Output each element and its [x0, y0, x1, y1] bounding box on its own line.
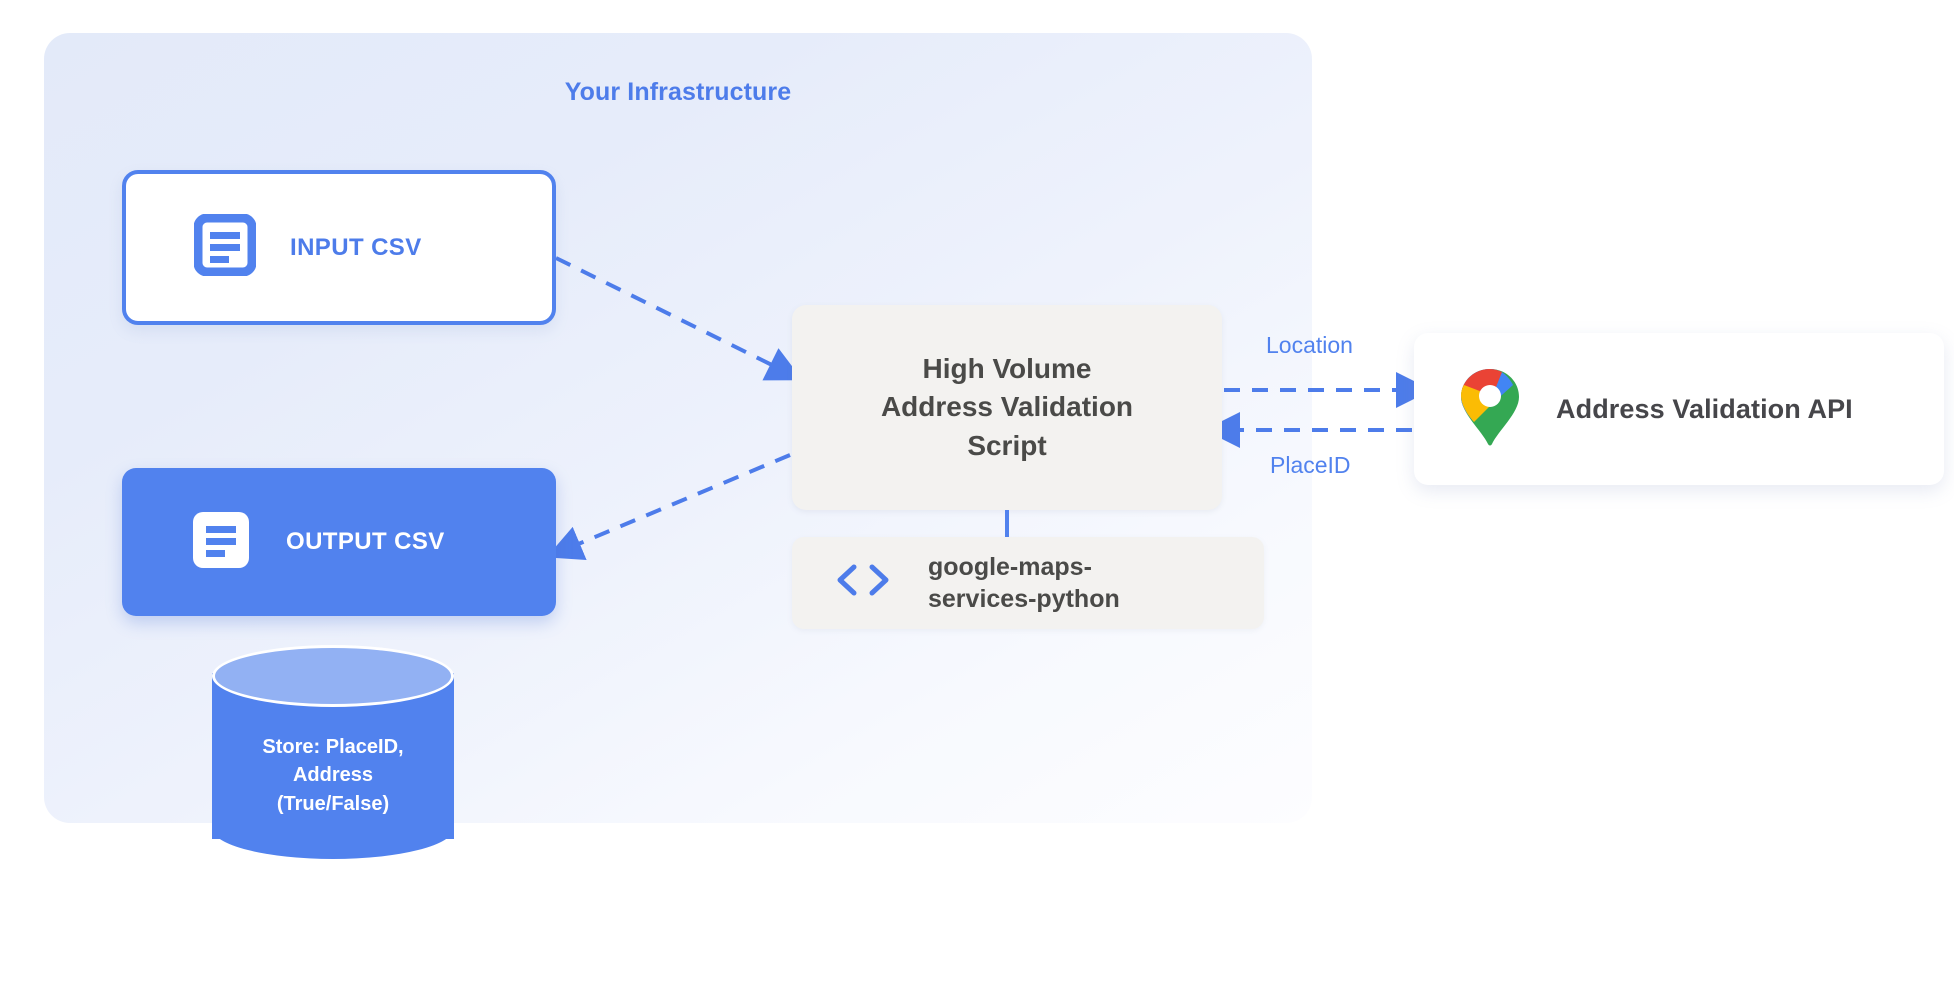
- script-line-1: High Volume: [922, 353, 1092, 385]
- node-input-csv[interactable]: INPUT CSV: [122, 170, 556, 325]
- database-text-block: Store: PlaceID, Address (True/False): [212, 733, 454, 818]
- library-text-block: google-maps- services-python: [928, 551, 1120, 615]
- database-top-ellipse: [212, 645, 454, 707]
- edge-label-location: Location: [1266, 332, 1353, 358]
- node-output-csv[interactable]: OUTPUT CSV: [122, 468, 556, 616]
- script-text-block: High Volume Address Validation Script: [863, 350, 1151, 464]
- database-line-3: (True/False): [276, 792, 390, 815]
- library-line-1: google-maps-: [928, 553, 1092, 581]
- database-line-2: Address: [292, 764, 374, 787]
- code-brackets-icon: [834, 562, 892, 604]
- api-label: Address Validation API: [1556, 393, 1853, 424]
- database-line-1: Store: PlaceID,: [262, 736, 404, 758]
- output-csv-label: OUTPUT CSV: [286, 528, 445, 555]
- document-icon: [190, 509, 252, 576]
- edge-label-placeid: PlaceID: [1270, 452, 1351, 478]
- node-database[interactable]: Store: PlaceID, Address (True/False): [212, 645, 454, 867]
- document-icon: [193, 213, 257, 281]
- google-maps-pin-icon: [1458, 367, 1522, 452]
- node-address-validation-api[interactable]: Address Validation API: [1414, 333, 1944, 485]
- script-line-3: Script: [967, 429, 1047, 461]
- infrastructure-title: Your Infrastructure: [564, 78, 792, 106]
- script-line-2: Address Validation: [880, 391, 1134, 423]
- node-validation-script[interactable]: High Volume Address Validation Script: [792, 305, 1222, 510]
- input-csv-label: INPUT CSV: [290, 233, 422, 261]
- script-library-connector: [1005, 510, 1009, 542]
- node-client-library[interactable]: google-maps- services-python: [792, 537, 1264, 629]
- library-line-2: services-python: [928, 585, 1120, 613]
